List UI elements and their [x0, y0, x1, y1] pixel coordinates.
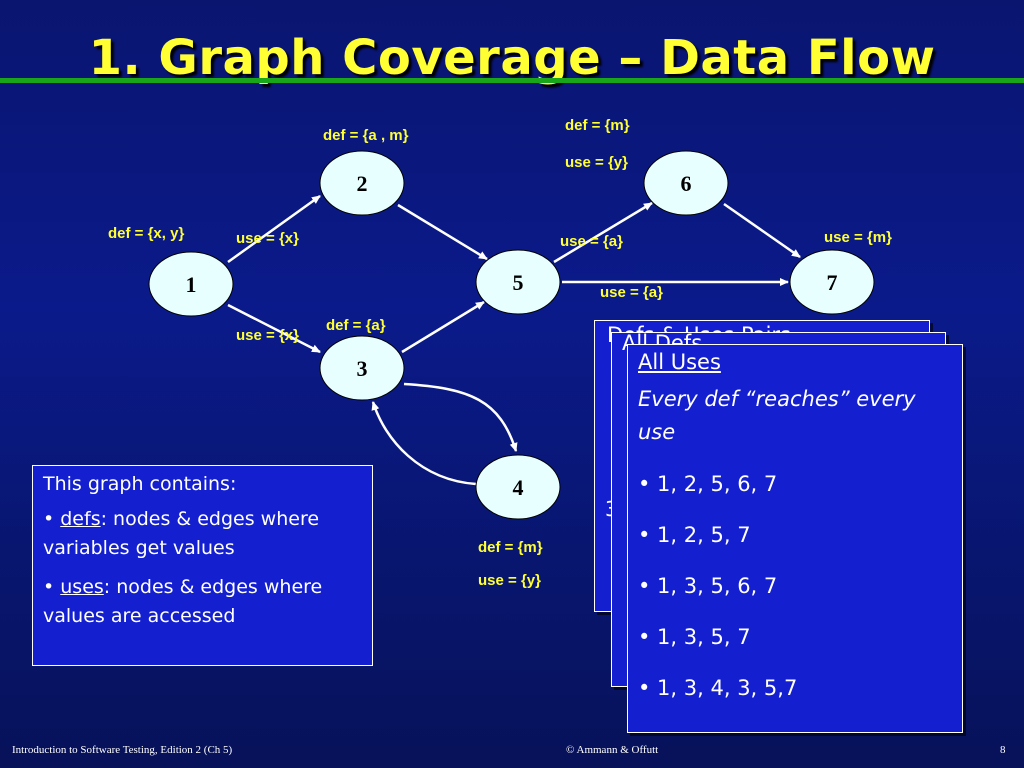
edge-1-3: [227, 303, 321, 354]
edge-5-7-use-label: use = {a}: [600, 284, 663, 301]
page-number: 8: [1000, 744, 1006, 756]
node-3: 3: [319, 335, 405, 401]
info-defs-item: • defs: nodes & edges where variables ge…: [43, 505, 362, 563]
card-all-uses: All Uses Every def “reaches” every use •…: [627, 344, 963, 733]
path-item: • 1, 3, 4, 3, 5,7: [638, 676, 798, 700]
defs-description: : nodes & edges where variables get valu…: [43, 508, 320, 559]
node-5: 5: [475, 249, 561, 315]
edge-3-5: [401, 300, 485, 354]
node-3-label: 3: [357, 356, 368, 381]
node-1: 1: [148, 251, 234, 317]
node-6-use-label: use = {y}: [565, 154, 628, 171]
slide-title: 1. Graph Coverage – Data Flow: [88, 30, 936, 86]
node-4-label: 4: [513, 475, 524, 500]
node-2-def-label: def = {a , m}: [323, 127, 409, 144]
path-item: • 1, 3, 5, 7: [638, 625, 751, 649]
info-heading: This graph contains:: [43, 473, 237, 495]
footer-left: Introduction to Software Testing, Editio…: [12, 744, 233, 756]
node-5-label: 5: [513, 270, 524, 295]
defs-term: defs: [60, 508, 101, 530]
edge-2-5: [397, 203, 488, 261]
node-1-def-label: def = {x, y}: [108, 225, 184, 242]
edge-5-6: [553, 201, 653, 264]
node-1-label: 1: [186, 272, 197, 297]
edge-3-4: [403, 382, 518, 452]
node-4-use-label: use = {y}: [478, 572, 541, 589]
info-bullet: •: [43, 576, 61, 598]
card-all-uses-subtitle: Every def “reaches” every use: [638, 387, 916, 444]
edge-1-2: [227, 194, 321, 264]
edge-4-3: [371, 401, 477, 486]
path-item: • 1, 2, 5, 6, 7: [638, 472, 778, 496]
uses-term: uses: [60, 576, 104, 598]
node-7: 7: [789, 249, 875, 315]
node-7-use-label: use = {m}: [824, 229, 892, 246]
node-6-def-label: def = {m}: [565, 117, 630, 134]
node-2-label: 2: [357, 171, 368, 196]
node-4: 4: [475, 454, 561, 520]
info-uses-item: • uses: nodes & edges where values are a…: [43, 573, 362, 631]
node-4-def-label: def = {m}: [478, 539, 543, 556]
info-bullet: •: [43, 508, 61, 530]
edge-1-2-use-label: use = {x}: [236, 230, 299, 247]
title-rule: [0, 78, 1024, 83]
edge-1-3-use-label: use = {x}: [236, 327, 299, 344]
path-item: • 1, 3, 5, 6, 7: [638, 574, 778, 598]
card-all-uses-title: All Uses: [638, 350, 721, 374]
path-item: • 1, 2, 5, 7: [638, 523, 751, 547]
edge-5-6-use-label: use = {a}: [560, 233, 623, 250]
edge-6-7: [723, 202, 801, 259]
node-6-label: 6: [681, 171, 692, 196]
graph-info-box: This graph contains: • defs: nodes & edg…: [32, 465, 373, 666]
node-6: 6: [643, 150, 729, 216]
footer-center: © Ammann & Offutt: [566, 744, 659, 756]
uses-description: : nodes & edges where values are accesse…: [43, 576, 323, 627]
node-7-label: 7: [827, 270, 838, 295]
node-3-def-label: def = {a}: [326, 317, 386, 334]
node-2: 2: [319, 150, 405, 216]
